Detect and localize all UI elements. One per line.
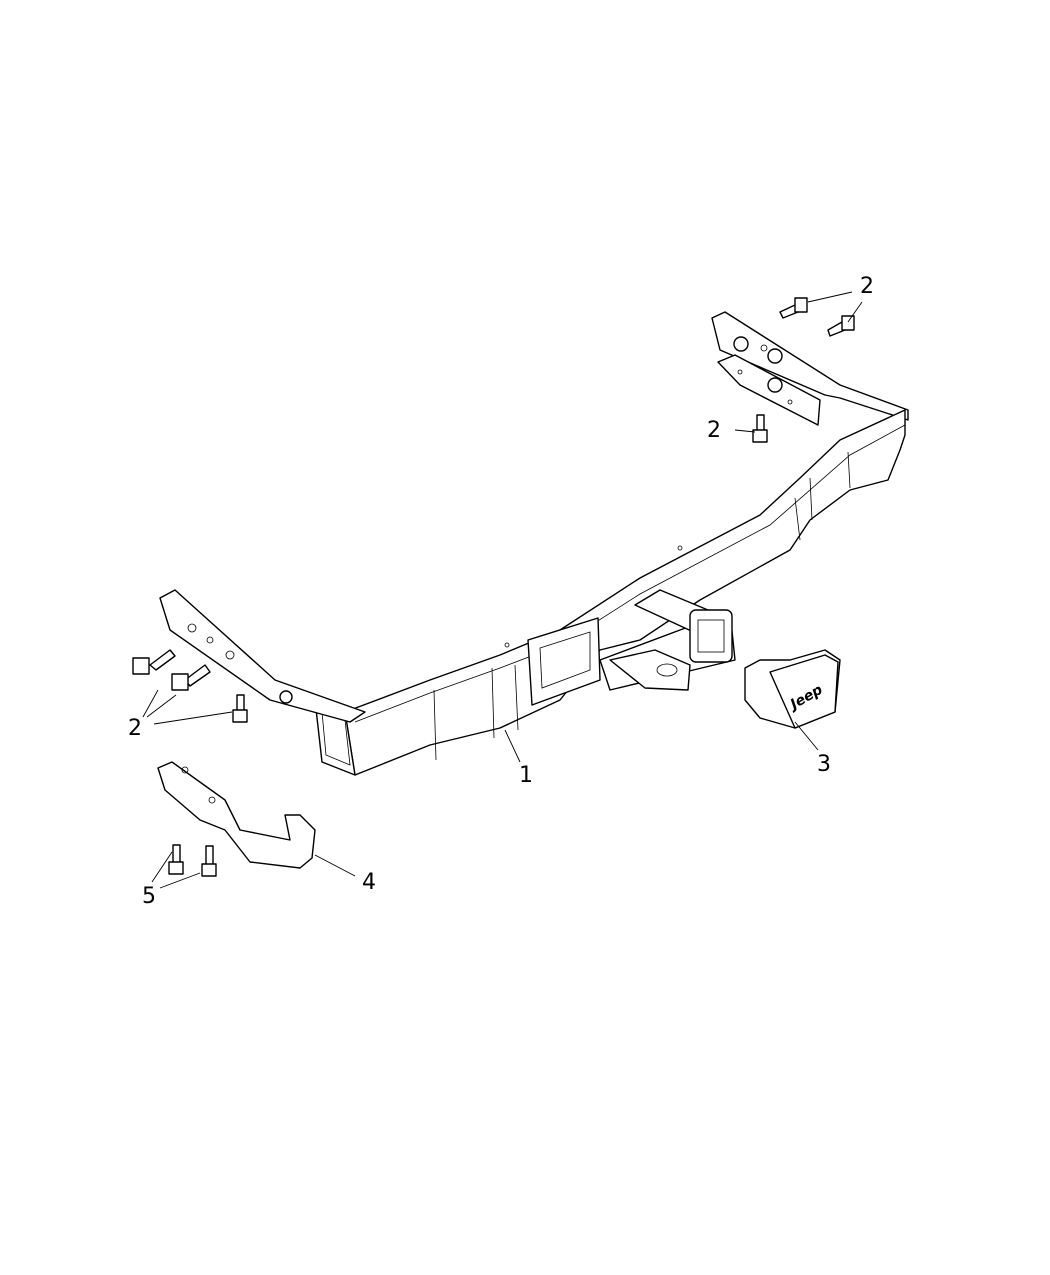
hitch-beam: [159, 409, 906, 776]
receiver-plug: Jeep: [744, 649, 841, 729]
leader-lines: [142, 291, 863, 889]
bolts: [132, 297, 855, 877]
callout-2-top-right: 2: [860, 274, 874, 299]
callout-3: 3: [817, 752, 831, 777]
right-mounting-bracket: [711, 311, 909, 426]
callout-4: 4: [362, 870, 376, 895]
callout-2-left: 2: [128, 716, 142, 741]
callout-2-right: 2: [707, 418, 721, 443]
tow-hook: [157, 761, 316, 869]
callout-1: 1: [519, 763, 533, 788]
callout-5: 5: [142, 884, 156, 909]
